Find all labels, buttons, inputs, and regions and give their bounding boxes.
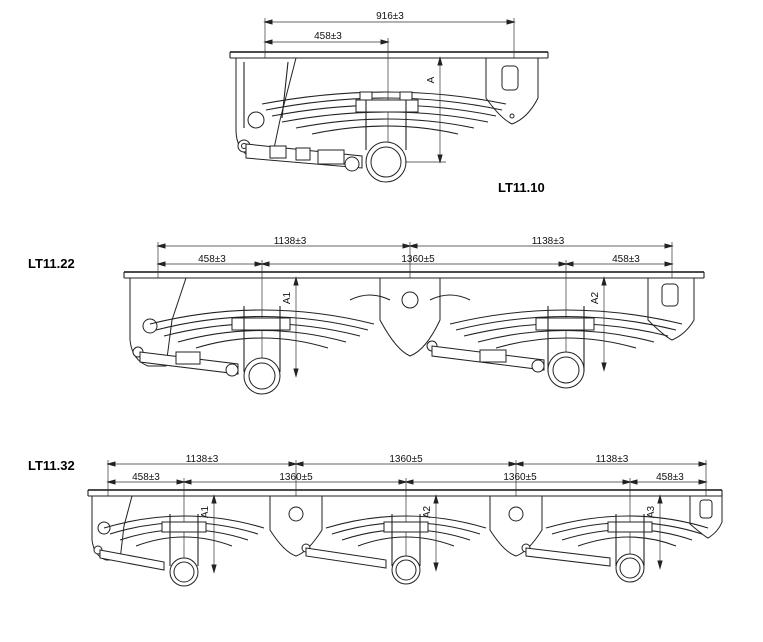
dim-458: 458±3 — [314, 31, 342, 42]
dim-a3: A3 — [646, 505, 657, 518]
dim-458-right: 458±3 — [656, 472, 684, 483]
dim-1138-right: 1138±3 — [596, 454, 629, 465]
drawing-lt11-32: LT11.32 1138±3 1360±5 1138±3 458±3 — [28, 454, 723, 587]
dim-1138-left: 1138±3 — [186, 454, 219, 465]
model-label-lt11-22: LT11.22 — [28, 256, 75, 271]
dim-1360-right: 1360±5 — [503, 472, 537, 483]
dim-a2: A2 — [590, 291, 601, 304]
drawing-lt11-22: LT11.22 1138±3 1138±3 458±3 1360±5 458±3 — [28, 236, 705, 395]
dim-1360-top: 1360±5 — [389, 454, 423, 465]
dim-a: A — [426, 76, 437, 83]
dim-458-left: 458±3 — [132, 472, 160, 483]
dim-a1: A1 — [282, 291, 293, 304]
drawing-lt11-10: 916±3 458±3 — [229, 11, 549, 195]
dim-458-right: 458±3 — [612, 254, 640, 265]
dim-916: 916±3 — [376, 11, 404, 22]
dim-a1: A1 — [200, 505, 211, 518]
model-label-lt11-32: LT11.32 — [28, 458, 75, 473]
dim-a2: A2 — [422, 505, 433, 518]
dim-1138-left: 1138±3 — [274, 236, 307, 247]
model-label-lt11-10: LT11.10 — [498, 180, 545, 195]
dim-458-left: 458±3 — [198, 254, 226, 265]
dim-1360-left: 1360±5 — [279, 472, 313, 483]
dim-1360: 1360±5 — [401, 254, 435, 265]
dim-1138-right: 1138±3 — [532, 236, 565, 247]
